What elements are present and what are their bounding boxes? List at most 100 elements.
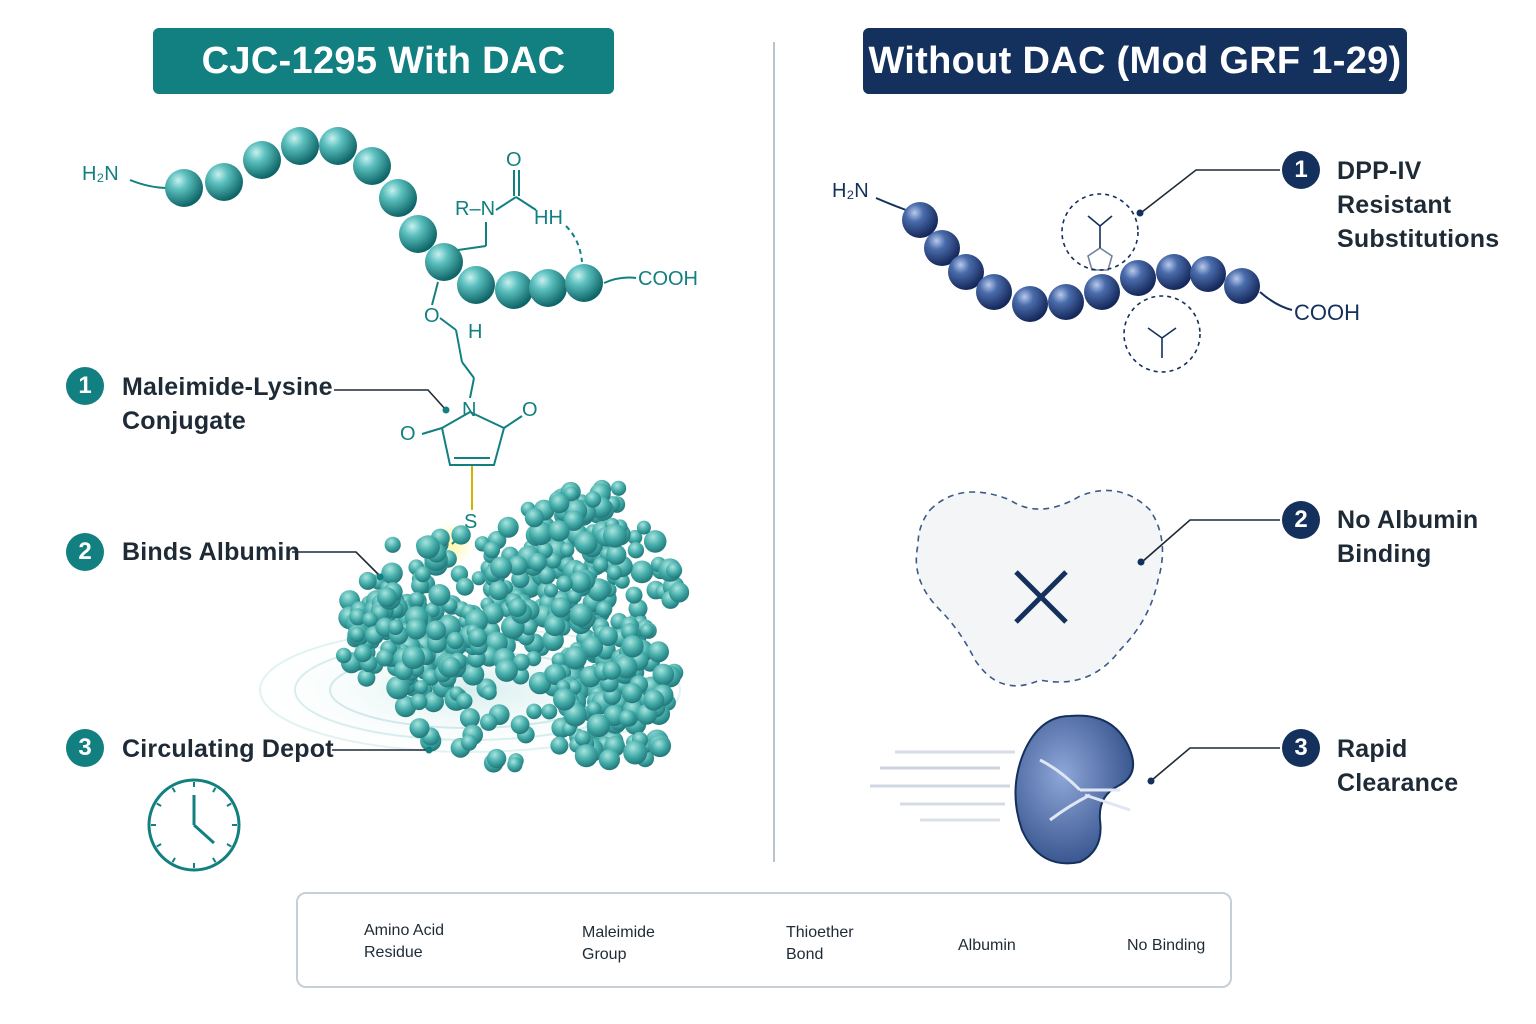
carbonyl-o-label: O [506,149,522,171]
albumin-atom [468,627,488,648]
amino-acid-bead [457,266,495,304]
albumin-atom [426,620,446,641]
albumin-atom [386,675,410,700]
right-callout-1-line3: Substitutions [1337,225,1500,253]
albumin-atom [603,523,627,548]
albumin-atom [414,566,431,583]
amino-acid-bead [1012,286,1048,322]
albumin-atom [627,542,645,559]
left-callout-1-label: Maleimide-Lysine Conjugate [122,370,333,438]
albumin-atom [574,744,598,768]
legend-item-thioether: Thioether Bond [786,922,854,966]
albumin-atom [651,737,671,757]
left-peptide-chain [129,127,603,309]
albumin-atom [425,602,440,618]
albumin-atom [377,587,397,608]
albumin-atom [606,565,623,581]
amino-acid-bead [495,271,533,309]
albumin-atom [611,480,627,496]
legend-maleimide-line1: Maleimide [582,924,655,941]
clock-icon [147,778,241,872]
legend-item-maleimide: Maleimide Group [582,922,655,966]
clock-tick [226,802,232,807]
legend-item-no-binding: No Binding [1127,937,1206,954]
right-callout-2-line1: No Albumin [1337,506,1479,534]
albumin-atom [621,635,644,658]
albumin-atom [483,541,501,559]
amino-acid-bead [1048,284,1084,320]
albumin-atom [602,661,621,680]
albumin-atom [574,730,591,746]
albumin-atom [507,757,523,773]
right-callout-3-line2: Clearance [1337,769,1459,797]
right-callout-2-line2: Binding [1337,540,1432,568]
albumin-atom [563,645,587,670]
albumin-atom [553,688,576,711]
amino-acid-bead [1190,256,1226,292]
left-callout-3-badge: 3 [66,729,104,767]
albumin-atom [569,603,593,627]
albumin-atom [560,542,575,558]
left-callout-1-line2: Conjugate [122,407,247,435]
albumin-atom [488,580,509,601]
albumin-atom [336,647,352,664]
linker-h-label: H [468,321,482,343]
albumin-atom [574,531,598,555]
albumin-atom [461,663,485,686]
right-callout-1-badge: 1 [1282,151,1320,189]
albumin-atom [643,530,667,553]
right-callout-3-line1: Rapid [1337,735,1408,763]
albumin-atom [354,644,372,663]
albumin-atom [461,734,478,751]
clock-tick [171,787,176,793]
amino-acid-bead [399,215,437,253]
albumin-atom [410,693,428,711]
albumin-atom [510,715,530,735]
albumin-atom [628,599,648,619]
albumin-atom [652,663,675,686]
albumin-atom [563,510,584,531]
legend-thioether-line1: Thioether [786,924,854,941]
clock-tick [171,857,176,863]
albumin-atom [507,598,527,617]
clock-tick [226,843,232,848]
albumin-atom [486,748,507,769]
legend-box [296,892,1232,988]
albumin-atom [349,608,367,626]
albumin-atom [362,612,378,628]
albumin-atom [401,645,425,670]
albumin-atom [556,575,573,592]
amino-acid-bead [281,127,319,165]
right-panel-title: Without DAC (Mod GRF 1-29) [863,28,1407,94]
albumin-atom [621,683,643,704]
albumin-atom [490,556,513,579]
albumin-atom [550,736,569,755]
left-leader-lines [292,389,450,754]
legend-thioether-line2: Bond [786,946,824,963]
no-albumin-ghost [915,489,1164,687]
legend-item-albumin: Albumin [958,937,1016,954]
albumin-atom [643,689,665,711]
amino-acid-bead [425,243,463,281]
right-n-terminus: H₂N [832,180,869,202]
albumin-atom [381,562,403,585]
left-panel-title: CJC-1295 With DAC [153,28,614,94]
albumin-atom [544,614,566,637]
amino-acid-bead [243,141,281,179]
albumin-atom [416,535,440,559]
amino-acid-bead [1084,274,1120,310]
albumin-atom [598,749,621,771]
albumin-atom [549,493,570,514]
albumin-atom [618,709,636,727]
albumin-atom [358,571,377,590]
albumin-atom [387,619,404,635]
right-callout-2-badge: 2 [1282,501,1320,539]
albumin-atom [647,641,670,663]
rn-label: R–N [455,198,495,220]
legend-maleimide-line2: Group [582,946,627,963]
albumin-atom [459,708,480,728]
kidney-icon [870,714,1134,865]
substitution-markers [1061,193,1201,373]
albumin-atom [623,740,648,765]
